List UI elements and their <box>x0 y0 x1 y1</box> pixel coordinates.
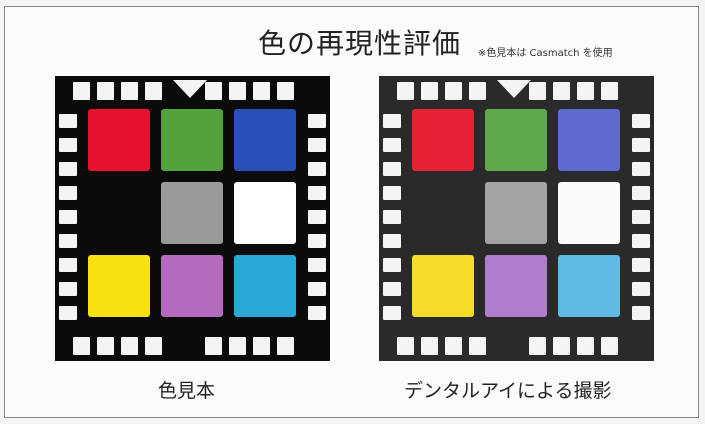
top-tab-4 <box>529 82 546 100</box>
top-tab-2 <box>445 82 462 100</box>
left-tab-0 <box>59 114 77 128</box>
color-patch <box>485 255 547 317</box>
right-tab-5 <box>308 234 326 248</box>
right-tab-7 <box>632 282 650 296</box>
color-patch <box>161 182 223 244</box>
top-marker <box>173 80 207 98</box>
color-patch <box>234 182 296 244</box>
top-tab-1 <box>421 82 438 100</box>
left-tab-1 <box>383 138 401 152</box>
bottom-tab-7 <box>277 337 294 355</box>
color-patch <box>412 109 474 171</box>
left-tab-5 <box>59 234 77 248</box>
bottom-tab-2 <box>121 337 138 355</box>
left-tab-7 <box>59 282 77 296</box>
color-patch <box>161 109 223 171</box>
top-marker <box>497 80 531 98</box>
color-patch <box>558 182 620 244</box>
top-tab-6 <box>253 82 270 100</box>
left-tab-5 <box>383 234 401 248</box>
bottom-tab-5 <box>229 337 246 355</box>
left-tab-4 <box>59 210 77 224</box>
color-chart-sample-svg <box>55 76 330 361</box>
right-tab-7 <box>308 282 326 296</box>
color-patch <box>485 182 547 244</box>
left-tab-6 <box>383 258 401 272</box>
color-patch <box>234 255 296 317</box>
right-tab-4 <box>308 210 326 224</box>
color-patch <box>558 109 620 171</box>
right-tab-5 <box>632 234 650 248</box>
right-tab-3 <box>308 186 326 200</box>
caption-photo: デンタルアイによる撮影 <box>404 380 612 402</box>
left-tab-8 <box>59 306 77 320</box>
right-tab-6 <box>632 258 650 272</box>
bottom-tab-4 <box>529 337 546 355</box>
right-tab-2 <box>632 162 650 176</box>
right-tab-8 <box>308 306 326 320</box>
right-tab-6 <box>308 258 326 272</box>
bottom-tab-2 <box>445 337 462 355</box>
top-tab-1 <box>97 82 114 100</box>
right-tab-2 <box>308 162 326 176</box>
bottom-tab-1 <box>421 337 438 355</box>
bottom-tab-6 <box>253 337 270 355</box>
top-tab-6 <box>577 82 594 100</box>
right-tab-4 <box>632 210 650 224</box>
left-tab-0 <box>383 114 401 128</box>
top-tab-3 <box>145 82 162 100</box>
bottom-tab-5 <box>553 337 570 355</box>
color-patch <box>485 109 547 171</box>
color-chart-sample <box>55 76 330 361</box>
right-tab-8 <box>632 306 650 320</box>
color-patch <box>88 109 150 171</box>
bottom-tab-0 <box>397 337 414 355</box>
bottom-tab-0 <box>73 337 90 355</box>
top-tab-5 <box>229 82 246 100</box>
color-patch <box>558 255 620 317</box>
page-title: 色の再現性評価 <box>258 27 462 60</box>
right-tab-3 <box>632 186 650 200</box>
bottom-tab-6 <box>577 337 594 355</box>
bottom-tab-3 <box>145 337 162 355</box>
top-tab-0 <box>397 82 414 100</box>
color-patch <box>88 255 150 317</box>
left-tab-8 <box>383 306 401 320</box>
sample-note: ※色見本は Casmatch を使用 <box>478 48 613 59</box>
left-tab-1 <box>59 138 77 152</box>
top-tab-3 <box>469 82 486 100</box>
right-tab-1 <box>632 138 650 152</box>
color-chart-photo <box>379 76 654 361</box>
left-tab-7 <box>383 282 401 296</box>
bottom-tab-4 <box>205 337 222 355</box>
left-tab-2 <box>383 162 401 176</box>
top-tab-0 <box>73 82 90 100</box>
left-tab-2 <box>59 162 77 176</box>
top-tab-7 <box>277 82 294 100</box>
top-tab-5 <box>553 82 570 100</box>
bottom-tab-7 <box>601 337 618 355</box>
right-tab-1 <box>308 138 326 152</box>
top-tab-7 <box>601 82 618 100</box>
right-tab-0 <box>308 114 326 128</box>
bottom-tab-1 <box>97 337 114 355</box>
caption-sample: 色見本 <box>158 380 216 402</box>
right-tab-0 <box>632 114 650 128</box>
left-tab-6 <box>59 258 77 272</box>
top-tab-4 <box>205 82 222 100</box>
left-tab-3 <box>383 186 401 200</box>
left-tab-3 <box>59 186 77 200</box>
left-tab-4 <box>383 210 401 224</box>
color-patch <box>412 255 474 317</box>
bottom-tab-3 <box>469 337 486 355</box>
color-chart-photo-svg <box>379 76 654 361</box>
color-patch <box>161 255 223 317</box>
color-patch <box>234 109 296 171</box>
top-tab-2 <box>121 82 138 100</box>
